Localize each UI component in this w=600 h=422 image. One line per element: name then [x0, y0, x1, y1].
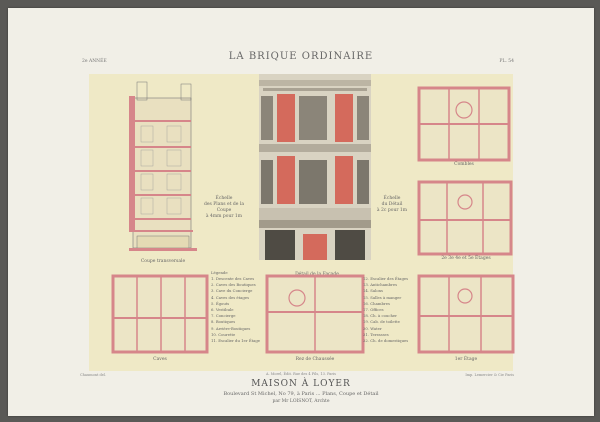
legend-item: 16. Chambres: [363, 300, 390, 306]
caption-upper-floors: 2e 3e 4e et 5e Étages: [441, 256, 491, 261]
plan-ground-floor: [265, 274, 365, 354]
plan-first-floor: [417, 274, 515, 354]
facade-detail: [259, 74, 371, 260]
legend-item: 9. Arrière-Boutiques: [211, 325, 251, 331]
caption-combles: Combles: [454, 162, 474, 167]
caption-caves: Caves: [153, 357, 167, 362]
legend-item: 13. Antichambres: [363, 282, 398, 288]
legend-item: 1. Descente des Caves: [211, 276, 255, 281]
scale-line: des Plans et de la: [203, 202, 245, 207]
plan-upper-floors: [417, 180, 513, 256]
legend-item: 19. Cab. de toilette: [363, 319, 400, 325]
left-credit: Chaumont del.: [80, 373, 107, 377]
plate-title: LA BRIQUE ORDINAIRE: [228, 51, 374, 62]
architect-line: par Mr LOISNOT, Archte: [272, 399, 330, 404]
volume-label: 2e ANNÉE: [82, 59, 107, 64]
legend-item: 10. Courette: [211, 331, 236, 337]
scale-line: Échelle: [383, 196, 401, 201]
section-drawing: [129, 81, 197, 251]
legend-item: 18. Ch. à coucher: [363, 313, 397, 319]
legend-item: 17. Offices: [363, 307, 384, 313]
legend-column-1: 1. Descente des Caves 2. Caves des Bouti…: [211, 276, 260, 344]
legend-item: 12. Escalier des Étages: [363, 276, 409, 281]
legend-item: 21. Terrasses: [363, 331, 389, 337]
scale-line: Échelle: [215, 196, 233, 201]
caption-first-floor: 1er Étage: [454, 357, 478, 362]
scale-line: du Détail: [381, 202, 403, 207]
plan-caves: [111, 274, 209, 354]
legend-item: 22. Ch. de domestiques: [363, 338, 409, 344]
legend-item: 7. Concierge: [211, 313, 236, 319]
caption-ground-floor: Rez de Chaussée: [295, 357, 335, 362]
scale-line: à 4mm pour 1m: [205, 214, 243, 219]
legend-column-2: 12. Escalier des Étages 13. Antichambres…: [363, 276, 408, 344]
print-sheet: LA BRIQUE ORDINAIRE 2e ANNÉE PL. 54: [8, 8, 594, 416]
legend-item: 6. Vestibule: [211, 307, 234, 313]
legend-item: 3. Cave du Concierge: [211, 288, 253, 294]
scale-line: à 2c pour 1m: [376, 208, 408, 213]
scale-left: Échelle des Plans et de la Coupe à 4mm p…: [201, 196, 247, 220]
right-credit: Imp. Lemercier & Cie Paris: [465, 373, 514, 377]
legend-item: 20. Water: [363, 325, 382, 331]
legend-item: 4. Caves des étages: [211, 294, 250, 300]
legend-item: 5. Égouts: [211, 300, 230, 306]
plan-combles: [417, 86, 511, 162]
legend-title: Légende: [211, 270, 228, 275]
address-line: Boulevard St Michel, No 79, à Paris ... …: [223, 391, 379, 397]
legend-item: 15. Salles à manger: [363, 294, 402, 300]
legend-item: 2. Caves des Boutiques: [211, 282, 256, 288]
caption-section: Coupe transversale: [140, 259, 186, 264]
legend-item: 8. Boutiques: [211, 319, 236, 325]
legend-item: 11. Escalier du 1er Étage: [211, 338, 261, 344]
main-title: MAISON À LOYER: [251, 379, 351, 389]
scale-line: Coupe: [216, 208, 232, 213]
center-credit: A. Morel, Édit. Rue des 4 Fils, 13. Pari…: [266, 372, 336, 376]
drawing-plate: Coupe transversale Échelle des Plans et …: [89, 74, 515, 371]
legend-item: 14. Salons: [363, 288, 384, 294]
plate-number: PL. 54: [499, 59, 514, 64]
scale-right: Échelle du Détail à 2c pour 1m: [372, 196, 412, 214]
